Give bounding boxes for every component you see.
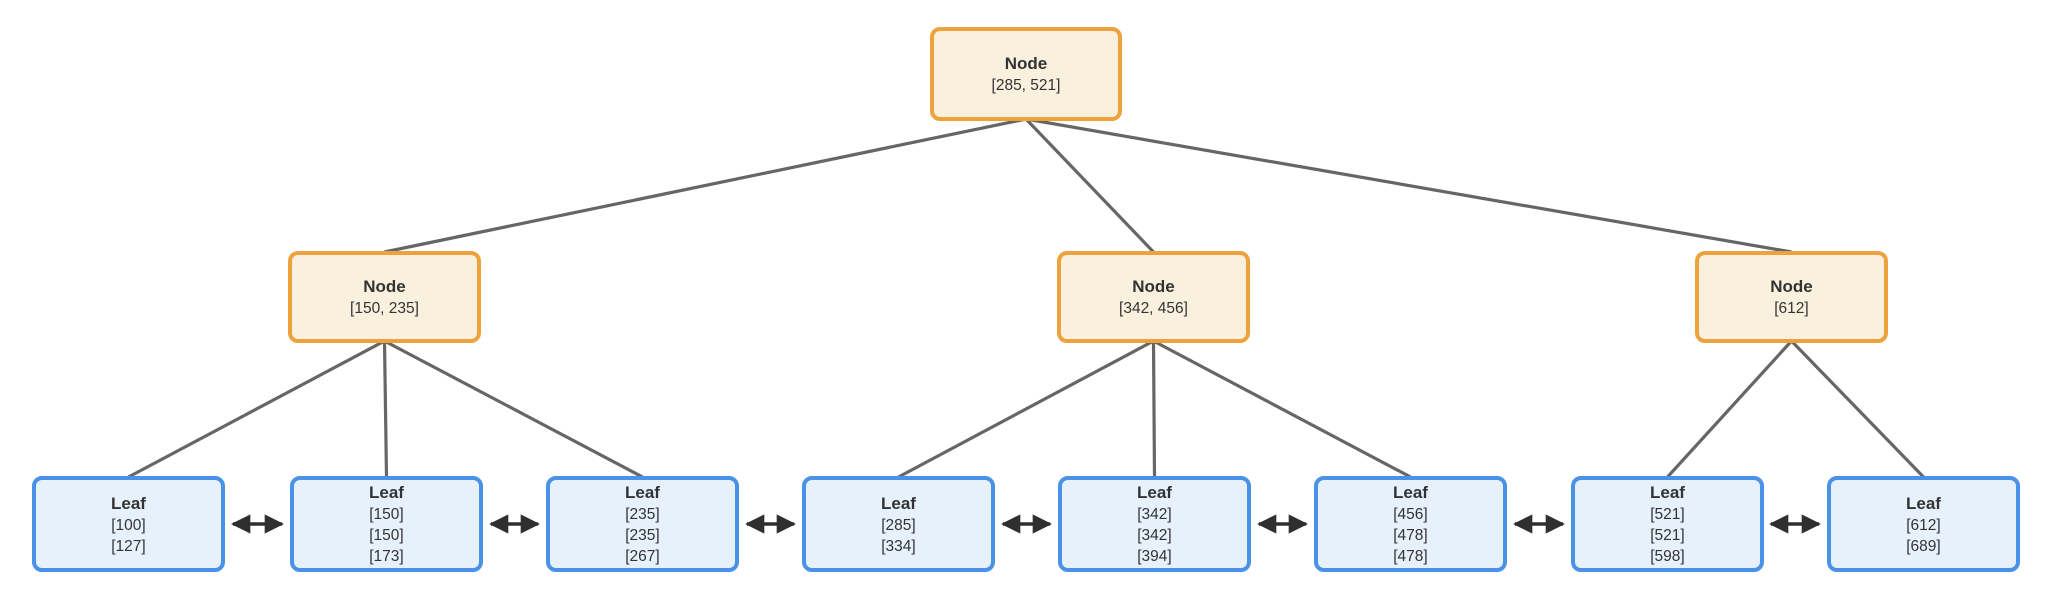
edge-internal3-leaf7 bbox=[1666, 339, 1793, 479]
leaf-key: [150] bbox=[369, 506, 404, 523]
internal-node-2-keys: [342, 456] bbox=[1119, 300, 1188, 317]
edge-internal2-leaf4 bbox=[897, 339, 1155, 479]
leaf-key: [689] bbox=[1906, 537, 1941, 555]
edge-root-internal3 bbox=[1025, 117, 1792, 254]
internal-node-3: Node [612] bbox=[1695, 251, 1888, 343]
internal-node-1-keys: [150, 235] bbox=[350, 300, 419, 317]
edge-internal3-leaf8 bbox=[1790, 339, 1925, 479]
leaf-key: [612] bbox=[1906, 516, 1941, 534]
leaf-key: [342] bbox=[1137, 506, 1172, 523]
leaf-key: [598] bbox=[1650, 548, 1685, 565]
leaf-node-6: Leaf [456] [478] [478] bbox=[1314, 476, 1507, 572]
leaf-node-2-label: Leaf bbox=[369, 483, 404, 502]
edge-internal2-leaf5 bbox=[1151, 340, 1157, 478]
leaf-node-2: Leaf [150] [150] [173] bbox=[290, 476, 483, 572]
edge-internal1-leaf3 bbox=[383, 339, 644, 479]
leaf-node-4-label: Leaf bbox=[881, 493, 916, 513]
leaf-key: [173] bbox=[369, 548, 404, 565]
edge-internal1-leaf1 bbox=[127, 339, 386, 479]
leaf-node-6-label: Leaf bbox=[1393, 483, 1428, 502]
leaf-key: [127] bbox=[111, 537, 146, 555]
edge-root-internal1 bbox=[384, 117, 1027, 254]
internal-node-1-label: Node bbox=[363, 277, 406, 296]
edge-internal1-leaf2 bbox=[382, 340, 389, 478]
internal-node-3-label: Node bbox=[1770, 277, 1813, 296]
internal-node-1: Node [150, 235] bbox=[288, 251, 481, 343]
edge-internal2-leaf6 bbox=[1152, 339, 1412, 479]
leaf-key: [235] bbox=[625, 527, 660, 544]
edge-root-internal2 bbox=[1024, 117, 1155, 254]
leaf-node-8-label: Leaf bbox=[1906, 493, 1941, 513]
internal-node-2-label: Node bbox=[1132, 277, 1175, 296]
leaf-key: [521] bbox=[1650, 527, 1685, 544]
root-node-keys: [285, 521] bbox=[991, 77, 1061, 94]
leaf-node-4: Leaf [285] [334] bbox=[802, 476, 995, 572]
leaf-key: [267] bbox=[625, 548, 660, 565]
leaf-node-3: Leaf [235] [235] [267] bbox=[546, 476, 739, 572]
leaf-node-1-label: Leaf bbox=[111, 493, 146, 513]
leaf-key: [521] bbox=[1650, 506, 1685, 523]
leaf-key: [394] bbox=[1137, 548, 1172, 565]
root-node: Node [285, 521] bbox=[930, 27, 1122, 121]
leaf-node-8: Leaf [612] [689] bbox=[1827, 476, 2020, 572]
leaf-key: [456] bbox=[1393, 506, 1428, 523]
leaf-key: [100] bbox=[111, 516, 146, 534]
leaf-key: [342] bbox=[1137, 527, 1172, 544]
leaf-node-7-label: Leaf bbox=[1650, 483, 1685, 502]
leaf-node-3-label: Leaf bbox=[625, 483, 660, 502]
leaf-node-5: Leaf [342] [342] [394] bbox=[1058, 476, 1251, 572]
internal-node-3-keys: [612] bbox=[1774, 300, 1809, 317]
leaf-key: [235] bbox=[625, 506, 660, 523]
leaf-key: [285] bbox=[881, 516, 916, 534]
leaf-node-5-label: Leaf bbox=[1137, 483, 1172, 502]
leaf-key: [150] bbox=[369, 527, 404, 544]
leaf-key: [478] bbox=[1393, 527, 1428, 544]
leaf-node-7: Leaf [521] [521] [598] bbox=[1571, 476, 1764, 572]
internal-node-2: Node [342, 456] bbox=[1057, 251, 1250, 343]
leaf-key: [478] bbox=[1393, 548, 1428, 565]
leaf-key: [334] bbox=[881, 537, 916, 555]
root-node-label: Node bbox=[1004, 54, 1048, 73]
leaf-node-1: Leaf [100] [127] bbox=[32, 476, 225, 572]
